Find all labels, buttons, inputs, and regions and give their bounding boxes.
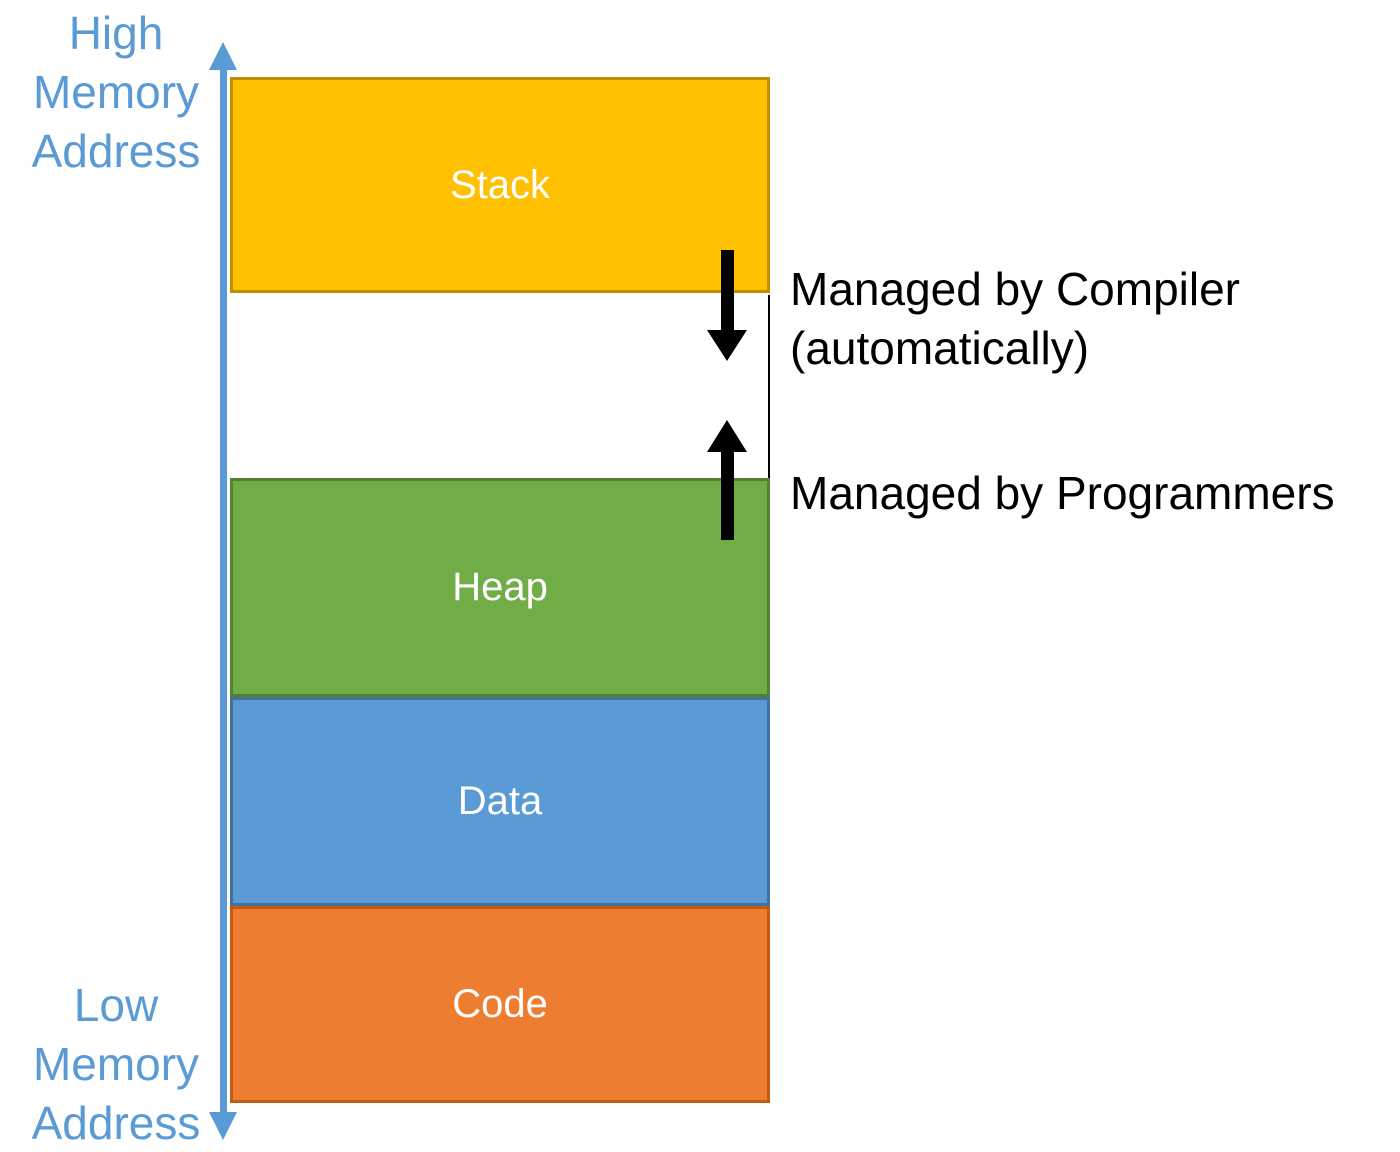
- memory-segment-stack: Stack: [230, 77, 770, 293]
- high-label-line-3: Address: [31, 125, 201, 177]
- axis-arrow-up-icon: [209, 42, 237, 70]
- memory-segment-heap: Heap: [230, 478, 770, 697]
- segment-label-heap: Heap: [452, 565, 548, 609]
- programmers-annotation-line-1: Managed by Programmers: [790, 467, 1335, 519]
- stack-growth-arrow-shaft: [721, 250, 734, 330]
- memory-segment-code: Code: [230, 906, 770, 1103]
- heap-growth-arrow-shaft: [721, 451, 734, 540]
- high-label-line-2: Memory: [32, 66, 200, 118]
- memory-axis-line: [220, 58, 227, 1116]
- low-memory-address-label: Low Memory Address: [10, 976, 222, 1152]
- low-label-line-1: Low: [73, 979, 159, 1031]
- memory-segment-data: Data: [230, 697, 770, 906]
- segment-label-stack: Stack: [449, 162, 551, 207]
- free-space-gap-right-border: [768, 295, 770, 478]
- managed-by-compiler-annotation: Managed by Compiler (automatically): [790, 260, 1240, 378]
- segment-label-code: Code: [452, 982, 548, 1026]
- heap-growth-arrow-up-icon: [707, 420, 747, 452]
- axis-arrow-down-icon: [209, 1112, 237, 1140]
- compiler-annotation-line-1: Managed by Compiler: [790, 263, 1241, 315]
- segment-label-data: Data: [457, 779, 543, 823]
- high-memory-address-label: High Memory Address: [10, 4, 222, 181]
- managed-by-programmers-annotation: Managed by Programmers: [790, 464, 1335, 523]
- compiler-annotation-line-2: (automatically): [790, 322, 1090, 374]
- low-label-line-3: Address: [31, 1097, 201, 1149]
- high-label-line-1: High: [68, 7, 164, 59]
- low-label-line-2: Memory: [32, 1038, 200, 1090]
- stack-growth-arrow-down-icon: [707, 330, 747, 361]
